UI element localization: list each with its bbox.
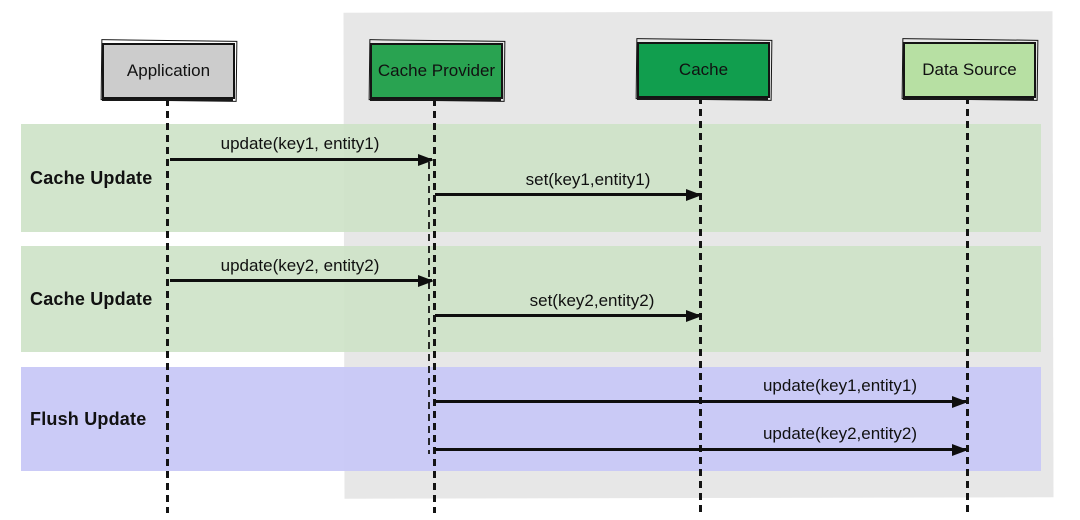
message-label-set-key2: set(key2,entity2) — [529, 291, 655, 310]
message-arrow-set-key1 — [435, 193, 700, 196]
message-label-update-key1: update(key1, entity1) — [220, 134, 380, 153]
actor-cache-provider-label: Cache Provider — [377, 61, 496, 80]
actor-cache-provider: Cache Provider — [370, 43, 503, 99]
actor-application-label: Application — [126, 61, 211, 80]
band-flush-update: Flush Update — [21, 367, 1041, 471]
message-arrow-update-key1 — [170, 158, 432, 161]
lifeline-cache — [699, 97, 702, 512]
band-cache-update-2: Cache Update — [21, 246, 1041, 352]
actor-cache: Cache — [637, 42, 770, 98]
actor-data-source-label: Data Source — [922, 60, 1017, 79]
message-label-flush-key2: update(key2,entity2) — [762, 424, 918, 443]
lifeline-data-source — [966, 97, 969, 512]
message-arrow-flush-key2 — [434, 448, 966, 451]
message-label-update-key2: update(key2, entity2) — [220, 256, 380, 275]
lifeline-application — [166, 99, 169, 513]
lifeline-cache-provider-sketch-stroke — [428, 162, 430, 454]
lifeline-cache-provider — [433, 99, 436, 513]
message-label-flush-key1: update(key1,entity1) — [762, 376, 918, 395]
message-arrow-flush-key1 — [434, 400, 966, 403]
band-label-cache-update-1: Cache Update — [30, 167, 153, 188]
band-cache-update-1: Cache Update — [21, 124, 1041, 232]
message-arrow-update-key2 — [170, 279, 432, 282]
band-label-flush-update: Flush Update — [30, 408, 147, 429]
message-label-set-key1: set(key1,entity1) — [525, 170, 651, 189]
band-label-cache-update-2: Cache Update — [30, 288, 153, 309]
actor-cache-label: Cache — [678, 60, 729, 79]
actor-data-source: Data Source — [903, 42, 1036, 98]
actor-application: Application — [102, 43, 235, 99]
message-arrow-set-key2 — [435, 314, 700, 317]
